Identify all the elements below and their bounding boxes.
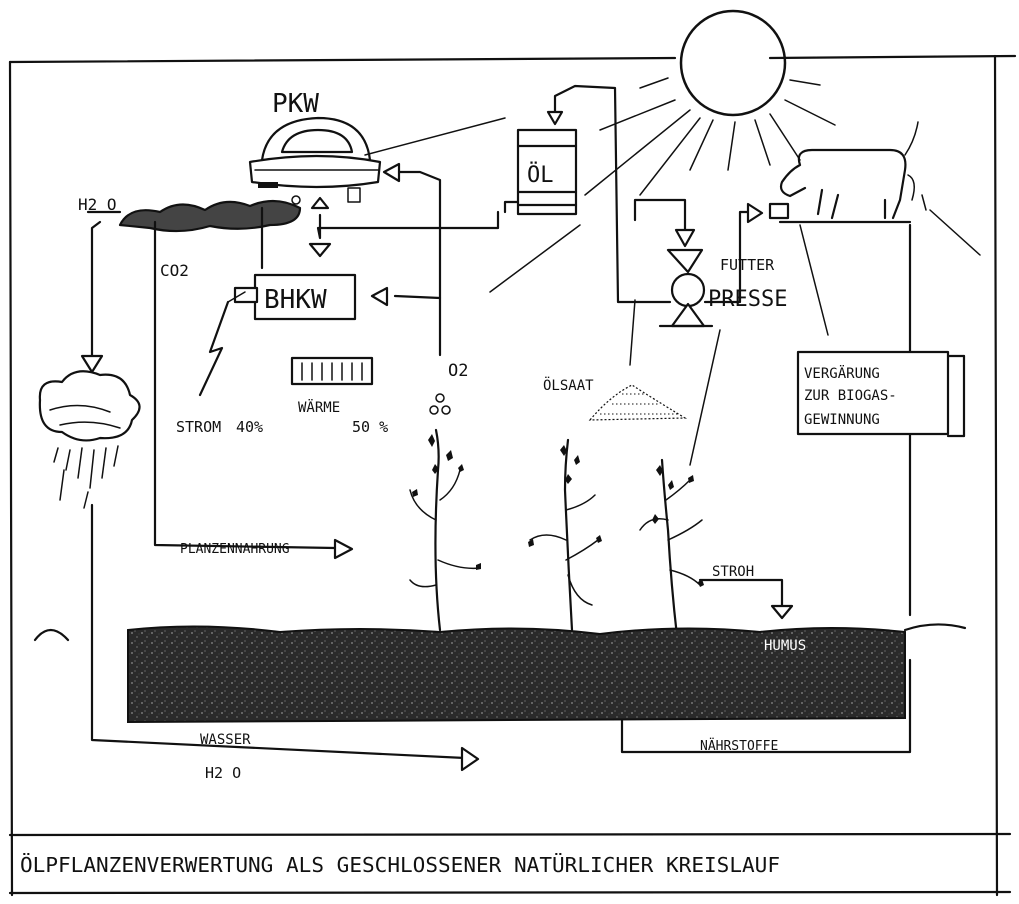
caption: ÖLPFLANZENVERWERTUNG ALS GESCHLOSSENER N… (20, 853, 780, 877)
naehrstoffe-label: NÄHRSTOFFE (700, 738, 778, 754)
oelsaat-label: ÖLSAAT (543, 376, 594, 394)
co2-label: CO2 (160, 261, 189, 280)
humus-label: HUMUS (764, 638, 806, 654)
vergaerung-line-3: GEWINNUNG (804, 412, 880, 428)
lightning-icon (198, 291, 246, 397)
plant-icon (409, 428, 481, 632)
strom-percent: 40% (236, 418, 263, 436)
seed-pile-icon (588, 384, 688, 421)
pkw-label: PKW (272, 89, 319, 119)
oel-label: ÖL (527, 162, 554, 188)
waerme-label: WÄRME (298, 398, 340, 416)
press-icon (658, 248, 714, 328)
wasser-label: WASSER (200, 732, 251, 748)
rain-cloud-icon (38, 370, 141, 509)
plant-icon (528, 438, 602, 632)
bhkw-block (233, 273, 357, 321)
h2o-bottom-label: H2 O (205, 764, 241, 782)
sun-icon (584, 9, 836, 196)
radiator-icon (290, 356, 374, 386)
car-icon (248, 116, 382, 203)
oil-barrel-icon (503, 128, 578, 216)
soil-block (33, 623, 967, 724)
vergaerung-box (796, 350, 966, 438)
h2o-top-label: H2 O (78, 195, 117, 214)
futter-label: FUTTER (720, 256, 775, 274)
vergaerung-line-2: ZUR BIOGAS- (804, 388, 897, 404)
vergaerung-line-1: VERGÄRUNG (804, 364, 880, 382)
labels: PKW ÖL H2 O CO2 BHKW STROM 40% WÄRME 50 … (20, 89, 897, 877)
o2-label: O2 (448, 361, 468, 381)
presse-label: PRESSE (708, 287, 787, 312)
exhaust-cloud-icon (118, 195, 302, 233)
stroh-label: STROH (712, 564, 754, 580)
pflanzennahrung-label: PLANZENNAHRUNG (180, 542, 290, 557)
frame (8, 54, 1017, 897)
oxygen-bubbles-icon (429, 393, 451, 415)
waerme-percent: 50 % (352, 418, 388, 436)
strom-label: STROM (176, 418, 221, 436)
cow-icon (768, 121, 927, 224)
bhkw-label: BHKW (264, 285, 327, 315)
cycle-lines (86, 84, 981, 760)
